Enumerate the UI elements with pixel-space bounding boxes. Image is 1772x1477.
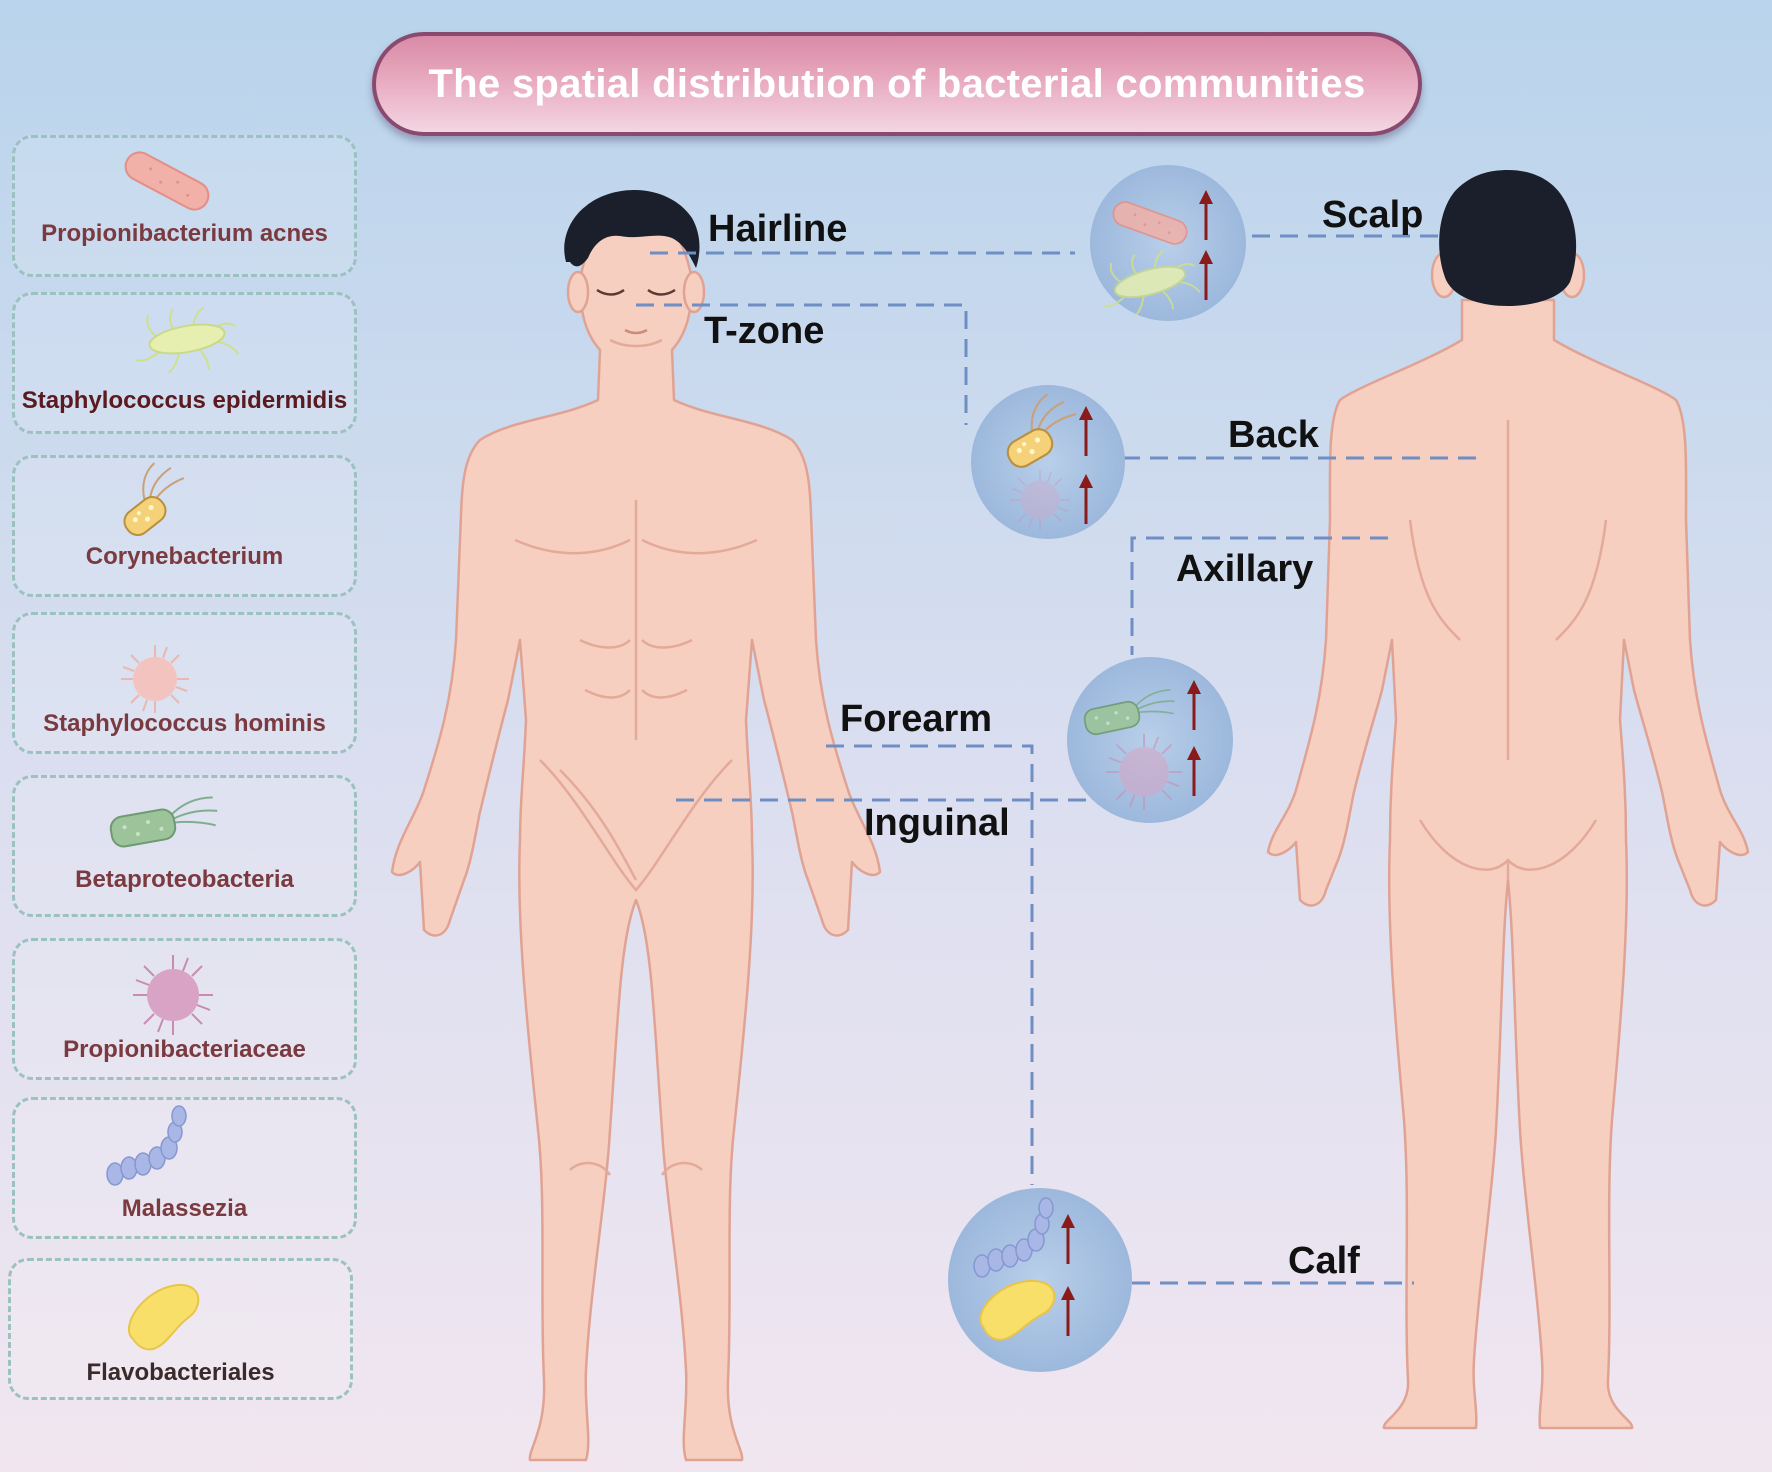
legend-item-malassezia: Malassezia [12, 1097, 357, 1239]
tzone-connector [636, 303, 968, 425]
axillary-connector [1130, 536, 1388, 655]
legend-label: Propionibacteriaceae [63, 1036, 306, 1063]
legend-label: Flavobacteriales [86, 1359, 275, 1386]
title-banner: The spatial distribution of bacterial co… [372, 32, 1422, 136]
back-hair [1439, 170, 1577, 306]
region-label-back: Back [1228, 414, 1319, 456]
legend-label: Betaproteobacteria [75, 866, 294, 893]
front-body-details [514, 338, 758, 1176]
legend-label: Malassezia [121, 1195, 248, 1222]
legend-label: Staphylococcus hominis [43, 710, 326, 737]
region-label-tzone: T-zone [704, 310, 825, 352]
legend-item-propionibacteriaceae: Propionibacteriaceae [12, 938, 357, 1080]
flagellated-bacterium-icon [127, 297, 244, 383]
front-body-figure [390, 203, 882, 1462]
legend-label: Propionibacterium acnes [41, 220, 328, 247]
front-hair [564, 190, 700, 268]
legend-item-corynebacterium: Corynebacterium [12, 455, 357, 597]
calf-bacteria-circle [948, 1188, 1132, 1372]
page-title: The spatial distribution of bacterial co… [428, 61, 1366, 106]
region-label-axillary: Axillary [1176, 548, 1314, 590]
front-face [596, 288, 676, 335]
connector-lines [636, 234, 1476, 1285]
legend-item-betaproteobacteria: Betaproteobacteria [12, 775, 357, 917]
legend-label: Corynebacterium [85, 543, 284, 570]
legend-item-staphylococcus-hominis: Staphylococcus hominis [12, 612, 357, 754]
region-label-calf: Calf [1288, 1240, 1360, 1282]
rod-bacterium-icon [119, 146, 215, 216]
spotted-rod-bacterium-icon [104, 458, 197, 541]
region-label-forearm: Forearm [840, 698, 993, 740]
region-label-inguinal: Inguinal [864, 802, 1010, 844]
region-label-hairline: Hairline [708, 208, 848, 250]
legend-item-flavobacteriales: Flavobacteriales [8, 1258, 353, 1400]
back-bacteria-circle [971, 385, 1125, 539]
legend-item-propionibacterium-acnes: Propionibacterium acnes [12, 135, 357, 277]
back-body-details [1408, 420, 1608, 880]
legend-label: Staphylococcus epidermidis [21, 387, 348, 414]
legend-item-staphylococcus-epidermidis: Staphylococcus epidermidis [12, 292, 357, 434]
forearm-connector [826, 744, 1034, 1185]
scalp-bacteria-circle [1090, 165, 1246, 328]
region-label-scalp: Scalp [1322, 194, 1424, 236]
axillary-bacteria-circle [1067, 657, 1233, 823]
green-rod-bacterium-icon [107, 795, 222, 850]
